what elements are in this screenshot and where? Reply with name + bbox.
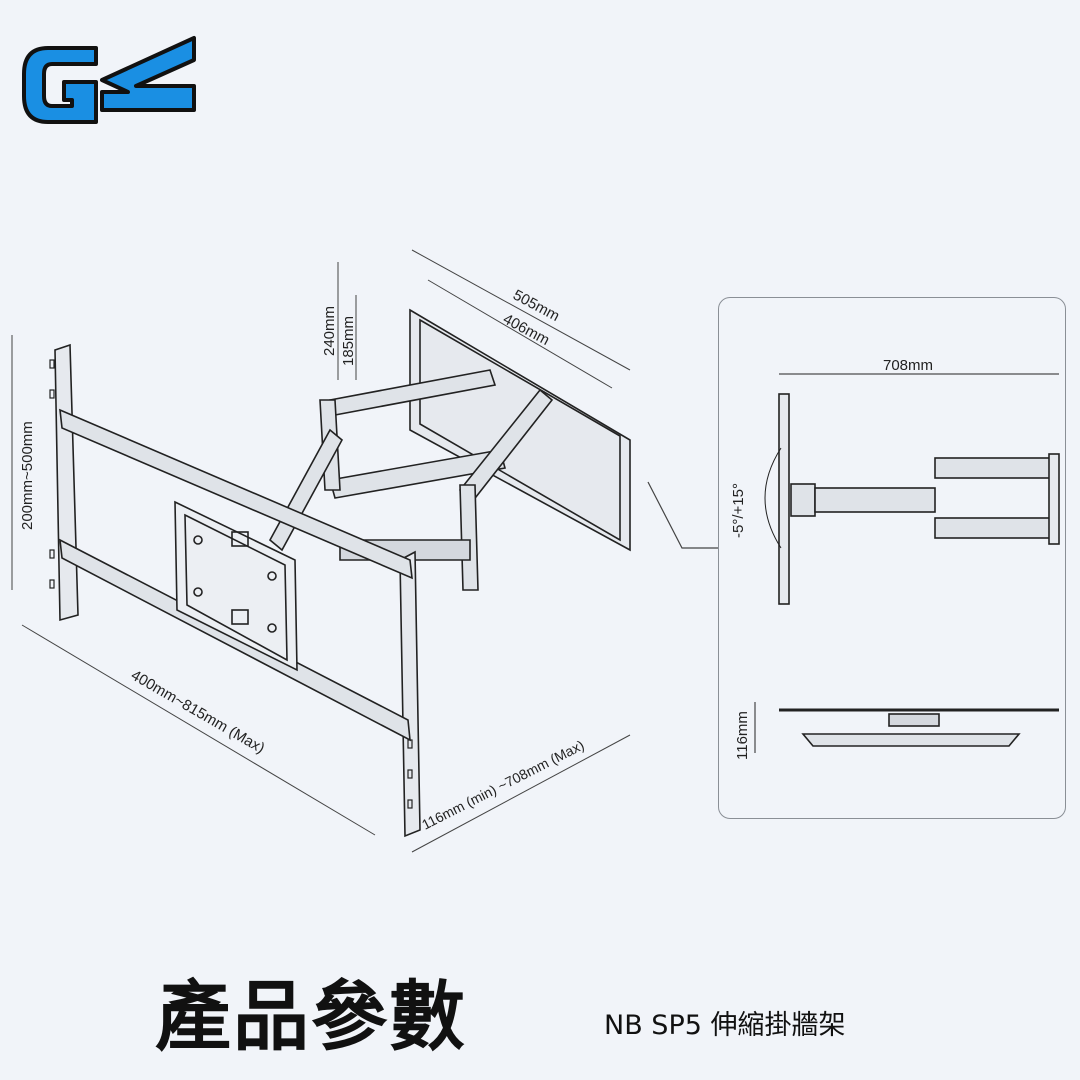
side-dim-tilt: -5°/+15° xyxy=(730,483,747,538)
side-dim-min-depth: 116mm xyxy=(734,711,751,760)
dim-horizontal-range: 400mm~815mm (Max) xyxy=(128,667,268,757)
side-dim-extension: 708mm xyxy=(883,357,933,374)
dim-vertical-range: 200mm~500mm xyxy=(19,421,36,530)
page-title: 產品參數 xyxy=(155,972,467,1061)
side-view-drawing: 708mm -5°/+15° 116mm xyxy=(730,357,1060,760)
dim-height-240: 240mm xyxy=(321,306,338,356)
dim-height-185: 185mm xyxy=(340,316,357,366)
side-view-panel: 708mm -5°/+15° 116mm xyxy=(718,297,1066,819)
callout-leader-line xyxy=(647,481,720,549)
mount-isometric-drawing: 200mm~500mm 400mm~815mm (Max) 116mm (min… xyxy=(11,249,631,853)
dim-depth-range: 116mm (min) ~708mm (Max) xyxy=(419,737,586,833)
product-subtitle: NB SP5 伸縮掛牆架 xyxy=(604,1010,846,1041)
gk-logo xyxy=(22,36,196,124)
